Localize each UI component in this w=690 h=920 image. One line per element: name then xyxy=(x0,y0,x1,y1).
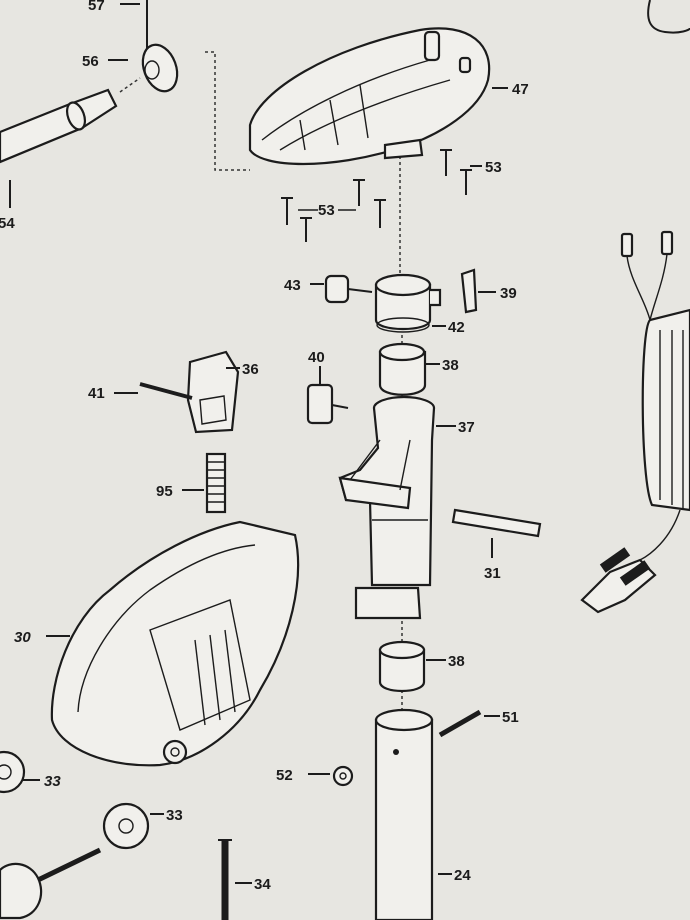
label-38-lower: 38 xyxy=(448,653,465,670)
part-51-screw xyxy=(438,709,482,738)
power-cable-assembly xyxy=(580,230,690,614)
part-42-collar-clamp xyxy=(374,273,442,333)
part-36-bracket xyxy=(186,350,240,434)
label-33-left: 33 xyxy=(44,773,61,790)
part-34-bolt xyxy=(218,839,232,920)
part-43-thumb-screw xyxy=(324,274,373,304)
label-40: 40 xyxy=(308,349,325,366)
part-labels: 57 56 54 47 53 53 43 39 42 36 40 38 41 3… xyxy=(0,0,529,893)
label-36: 36 xyxy=(242,361,259,378)
label-38-upper: 38 xyxy=(442,357,459,374)
part-31-long-pin xyxy=(451,508,542,558)
part-54-shaft xyxy=(0,88,118,208)
part-30-mount-bracket xyxy=(50,520,300,767)
label-53-right: 53 xyxy=(485,159,502,176)
label-47: 47 xyxy=(512,81,529,98)
label-24: 24 xyxy=(454,867,471,884)
part-37-steering-head xyxy=(338,395,436,620)
part-39-clip xyxy=(460,268,478,314)
label-34: 34 xyxy=(254,876,271,893)
part-24-main-tube xyxy=(374,708,434,920)
part-56-washer xyxy=(141,0,179,93)
label-42: 42 xyxy=(448,319,465,336)
label-52: 52 xyxy=(276,767,293,784)
edge-mark xyxy=(647,0,690,34)
label-43: 43 xyxy=(284,277,301,294)
label-30: 30 xyxy=(14,629,31,646)
label-39: 39 xyxy=(500,285,517,302)
part-40-small-block xyxy=(306,366,349,425)
label-56: 56 xyxy=(82,53,99,70)
label-54: 54 xyxy=(0,215,15,232)
part-52-nut xyxy=(332,765,354,787)
label-41: 41 xyxy=(88,385,105,402)
label-57: 57 xyxy=(88,0,105,14)
part-95-spring xyxy=(205,452,227,514)
part-33-washers xyxy=(0,750,150,850)
tiller-knob xyxy=(0,847,102,920)
label-51: 51 xyxy=(502,709,519,726)
label-53-left: 53 xyxy=(318,202,335,219)
part-38-bushing-lower xyxy=(378,640,426,692)
part-38-bushing-upper xyxy=(378,342,427,396)
label-37: 37 xyxy=(458,419,475,436)
assembly-guide-lines xyxy=(119,51,403,712)
label-31: 31 xyxy=(484,565,501,582)
label-33-right: 33 xyxy=(166,807,183,824)
leader-lines xyxy=(22,3,508,884)
part-47-top-housing xyxy=(248,27,491,166)
part-41-pin xyxy=(139,382,193,400)
label-95: 95 xyxy=(156,483,173,500)
part-53-screws xyxy=(281,149,472,242)
